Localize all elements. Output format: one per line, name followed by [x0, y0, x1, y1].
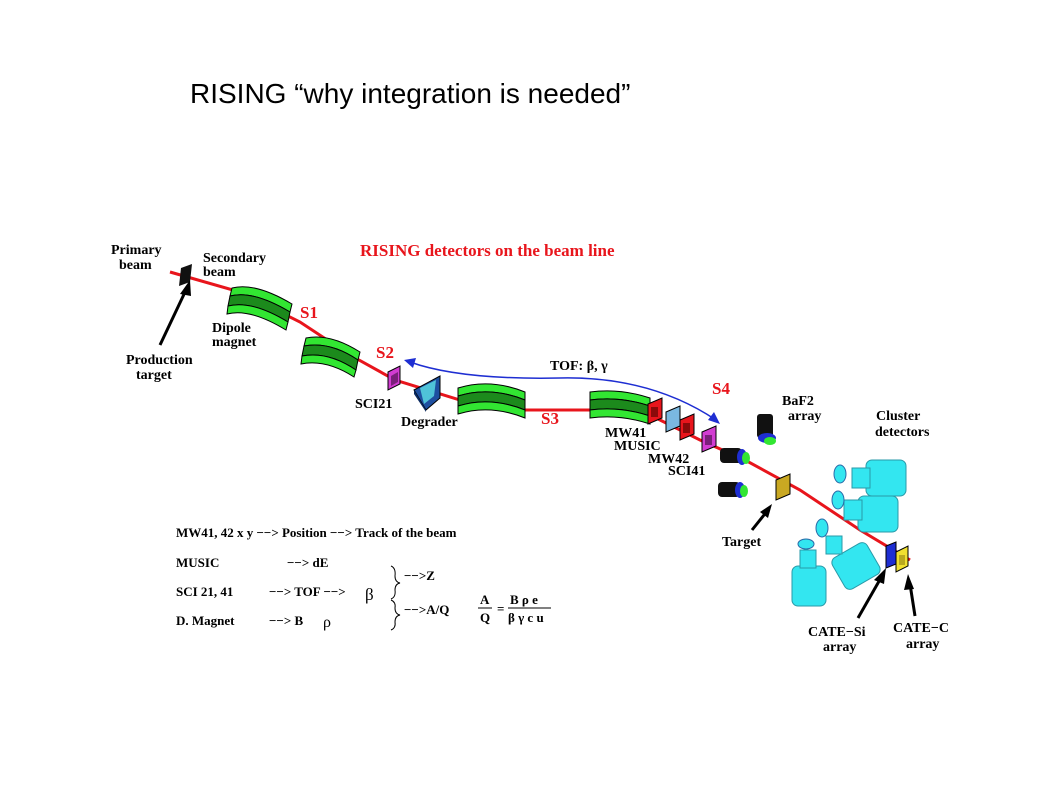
degrader	[413, 375, 441, 412]
beam-line	[169, 270, 911, 562]
diagram-heading: RISING detectors on the beam line	[360, 241, 615, 260]
label-secondary-beam-2: beam	[203, 265, 236, 280]
label-degrader: Degrader	[401, 415, 458, 430]
label-mw42: MW42	[648, 452, 689, 467]
baf2-detector-2	[720, 448, 750, 465]
mw41-detector	[647, 397, 663, 425]
tof-arrow-head-right	[708, 412, 720, 424]
label-mw41: MW41	[605, 426, 646, 441]
label-target: Target	[722, 535, 761, 550]
dipole-magnet-1	[226, 286, 293, 331]
legend-frac-q: Q	[480, 610, 490, 625]
label-production-1: Production	[126, 353, 193, 368]
tof-arrow	[409, 361, 717, 421]
dipole-magnet-2	[300, 336, 361, 378]
label-sci21: SCI21	[355, 397, 392, 412]
label-baf2-1: BaF2	[782, 394, 814, 409]
dipole-magnet-4	[589, 390, 651, 425]
label-primary-beam-1: Primary	[111, 243, 162, 258]
label-baf2-2: array	[788, 409, 821, 424]
label-dipole-1: Dipole	[212, 321, 251, 336]
label-cate-si-2: array	[823, 640, 856, 655]
legend-frac-num: B ρ e	[510, 592, 538, 607]
label-production-2: target	[136, 368, 172, 383]
cluster-detector-3	[815, 518, 881, 590]
legend-row3-result: −−> TOF −−>	[269, 584, 346, 599]
legend-row2-result: −−> dE	[287, 555, 328, 570]
legend-frac-a: A	[480, 592, 490, 607]
label-s2: S2	[376, 343, 394, 362]
label-cate-c-2: array	[906, 637, 939, 652]
legend-row1: MW41, 42 x y −−> Position −−> Track of t…	[176, 525, 457, 540]
legend-frac-den: β γ c u	[508, 610, 544, 625]
legend-block: MW41, 42 x y −−> Position −−> Track of t…	[176, 525, 551, 631]
cluster-detector-2	[831, 490, 899, 533]
legend-row4-result: −−> B	[269, 613, 303, 628]
slide-title: RISING “why integration is needed”	[190, 78, 631, 109]
label-cate-c-1: CATE−C	[893, 621, 949, 636]
label-cate-si-1: CATE−Si	[808, 625, 866, 640]
legend-row4-rho: ρ	[323, 614, 331, 631]
label-s3: S3	[541, 409, 559, 428]
baf2-detector-1	[757, 414, 776, 445]
label-cluster-2: detectors	[875, 425, 930, 440]
legend-row3-beta: β	[365, 585, 374, 604]
label-music: MUSIC	[614, 439, 661, 454]
label-cluster-1: Cluster	[876, 409, 920, 424]
legend-brace-bottom	[390, 599, 401, 631]
dipole-magnet-3	[457, 383, 526, 419]
legend-equals: =	[497, 601, 504, 616]
legend-row2-name: MUSIC	[176, 555, 219, 570]
pointer-arrows	[158, 280, 917, 619]
cluster-detector-4	[791, 538, 827, 607]
legend-to-aq: −−>A/Q	[404, 602, 449, 617]
label-primary-beam-2: beam	[119, 258, 152, 273]
legend-to-z: −−>Z	[404, 568, 435, 583]
cate-c-array	[895, 545, 909, 573]
target	[775, 473, 791, 501]
label-sci41: SCI41	[668, 464, 705, 479]
sci21-detector	[387, 365, 401, 391]
label-s1: S1	[300, 303, 318, 322]
label-s4: S4	[712, 379, 730, 398]
mw42-detector	[679, 413, 695, 441]
baf2-detector-3	[718, 482, 748, 498]
legend-brace-top	[390, 565, 401, 600]
legend-row3-name: SCI 21, 41	[176, 584, 233, 599]
label-secondary-beam-1: Secondary	[203, 251, 266, 266]
production-target	[179, 264, 192, 286]
cluster-detector-1	[833, 459, 907, 497]
sci41-detector	[701, 425, 717, 453]
label-dipole-2: magnet	[212, 335, 257, 350]
cate-si-array	[885, 541, 897, 569]
tof-arrow-head-left	[404, 358, 416, 368]
legend-row4-name: D. Magnet	[176, 613, 235, 628]
label-tof: TOF: β, γ	[550, 359, 608, 374]
